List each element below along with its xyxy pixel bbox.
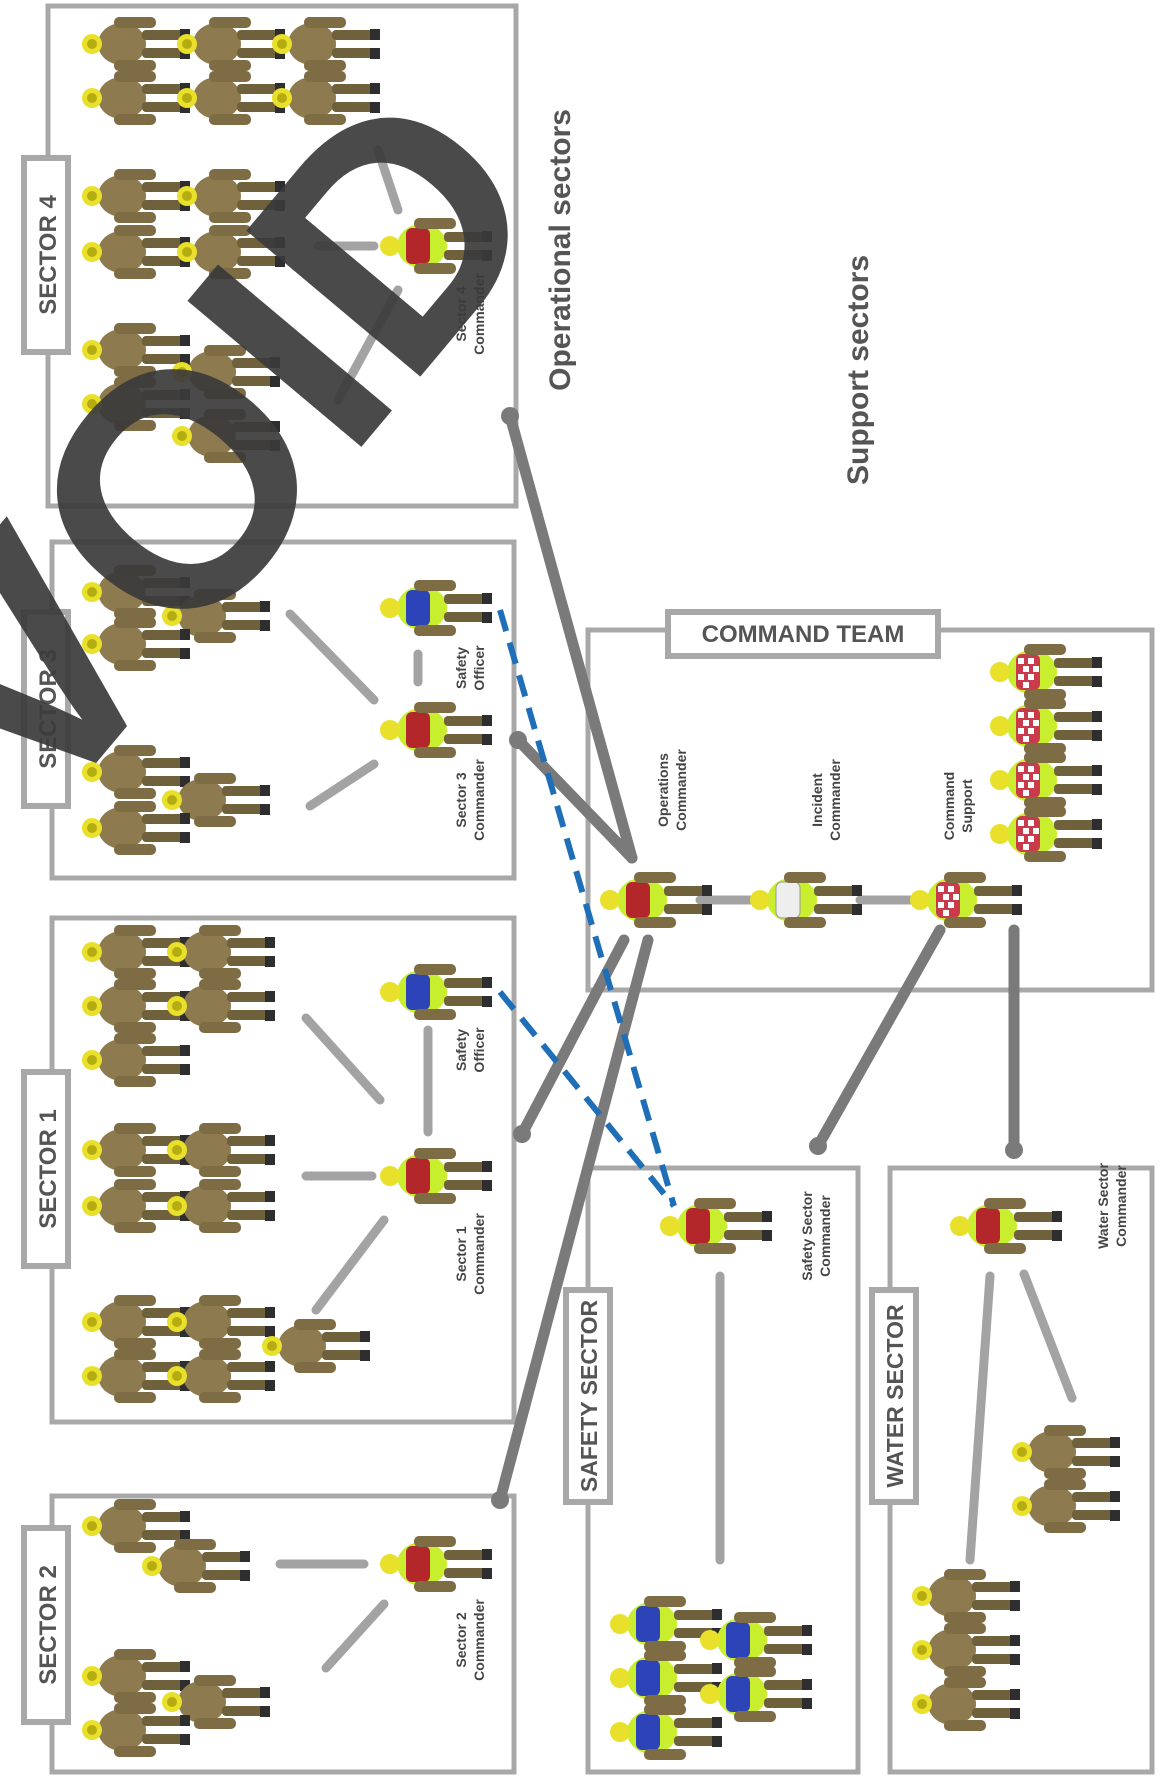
water-sector-links — [965, 1269, 1077, 1565]
svg-text:Safety Sector: Safety Sector — [799, 1191, 815, 1281]
support-sectors-heading: Support sectors — [842, 255, 875, 485]
svg-text:Commander: Commander — [471, 1213, 487, 1295]
svg-text:Water Sector: Water Sector — [1095, 1163, 1111, 1249]
sector-4-commander-label: Sector 4 Commander — [453, 273, 487, 355]
safety-sector-label-text: SAFETY SECTOR — [576, 1300, 602, 1493]
sector-3-links — [285, 609, 423, 811]
svg-text:Command: Command — [941, 772, 957, 840]
svg-text:Safety: Safety — [453, 647, 469, 689]
link-support-to-safety-sector — [812, 924, 946, 1152]
sector-3-label-text: SECTOR 3 — [35, 649, 62, 769]
svg-text:Commander: Commander — [1113, 1165, 1129, 1247]
safety-link-sector1 — [497, 990, 677, 1208]
svg-text:Commander: Commander — [817, 1195, 833, 1277]
sector-1-label-text: SECTOR 1 — [35, 1109, 62, 1229]
sector-4-label: SECTOR 4 — [21, 155, 71, 355]
node-dot — [513, 1125, 531, 1143]
sector-4-links — [313, 145, 403, 405]
link-ops-to-sector4 — [504, 410, 638, 864]
sector-3-commander-label: Sector 3 Commander — [453, 759, 487, 841]
node-dot — [501, 407, 519, 425]
node-dot — [1005, 1141, 1023, 1159]
svg-text:Operations: Operations — [655, 753, 671, 827]
link-ops-to-sector3 — [512, 734, 638, 864]
svg-text:Commander: Commander — [471, 273, 487, 355]
svg-text:Sector 3: Sector 3 — [453, 772, 469, 827]
sector-4-label-text: SECTOR 4 — [35, 195, 62, 315]
svg-text:Commander: Commander — [673, 749, 689, 831]
command-team-label-text: COMMAND TEAM — [702, 621, 905, 648]
sector-1-label: SECTOR 1 — [21, 1069, 71, 1269]
sector-1-safety-officer-label: Safety Officer — [453, 1027, 487, 1073]
svg-text:Officer: Officer — [471, 645, 487, 691]
water-sector-box — [887, 1165, 1155, 1775]
sector-3-label: SECTOR 3 — [21, 609, 71, 809]
node-dot — [491, 1491, 509, 1509]
operational-sectors-heading: Operational sectors — [544, 109, 577, 391]
safety-sector-label: SAFETY SECTOR — [563, 1287, 613, 1505]
sector-3-safety-officer-label: Safety Officer — [453, 645, 487, 691]
svg-text:Sector 1: Sector 1 — [453, 1226, 469, 1281]
sector-2-commander-label: Sector 2 Commander — [453, 1599, 487, 1681]
node-dot — [509, 731, 527, 749]
svg-text:Safety: Safety — [453, 1029, 469, 1071]
svg-text:Incident: Incident — [809, 773, 825, 827]
sector-2-label-text: SECTOR 2 — [35, 1565, 62, 1685]
link-ops-to-sector2 — [494, 934, 654, 1506]
svg-text:Sector 2: Sector 2 — [453, 1612, 469, 1667]
water-sector-commander-label: Water Sector Commander — [1095, 1163, 1129, 1249]
safety-sector-commander-label: Safety Sector Commander — [799, 1191, 833, 1281]
svg-text:Commander: Commander — [471, 1599, 487, 1681]
safety-link-sector3 — [497, 609, 677, 1207]
water-sector-label: WATER SECTOR — [869, 1287, 919, 1505]
command-support-label: Command Support — [941, 772, 975, 840]
svg-text:Commander: Commander — [471, 759, 487, 841]
svg-text:Commander: Commander — [827, 759, 843, 841]
sector-1-commander-label: Sector 1 Commander — [453, 1213, 487, 1295]
sector-2-links — [275, 1559, 389, 1673]
svg-text:Officer: Officer — [471, 1027, 487, 1073]
sector-1-links — [301, 1013, 433, 1315]
water-sector-label-text: WATER SECTOR — [882, 1304, 908, 1488]
incident-commander-label: Incident Commander — [809, 759, 843, 841]
node-dot — [809, 1137, 827, 1155]
svg-text:Support: Support — [959, 779, 975, 833]
command-team-label: COMMAND TEAM — [665, 609, 941, 659]
sector-2-label: SECTOR 2 — [21, 1525, 71, 1725]
svg-text:Sector 4: Sector 4 — [453, 286, 469, 341]
operations-commander-label: Operations Commander — [655, 749, 689, 831]
